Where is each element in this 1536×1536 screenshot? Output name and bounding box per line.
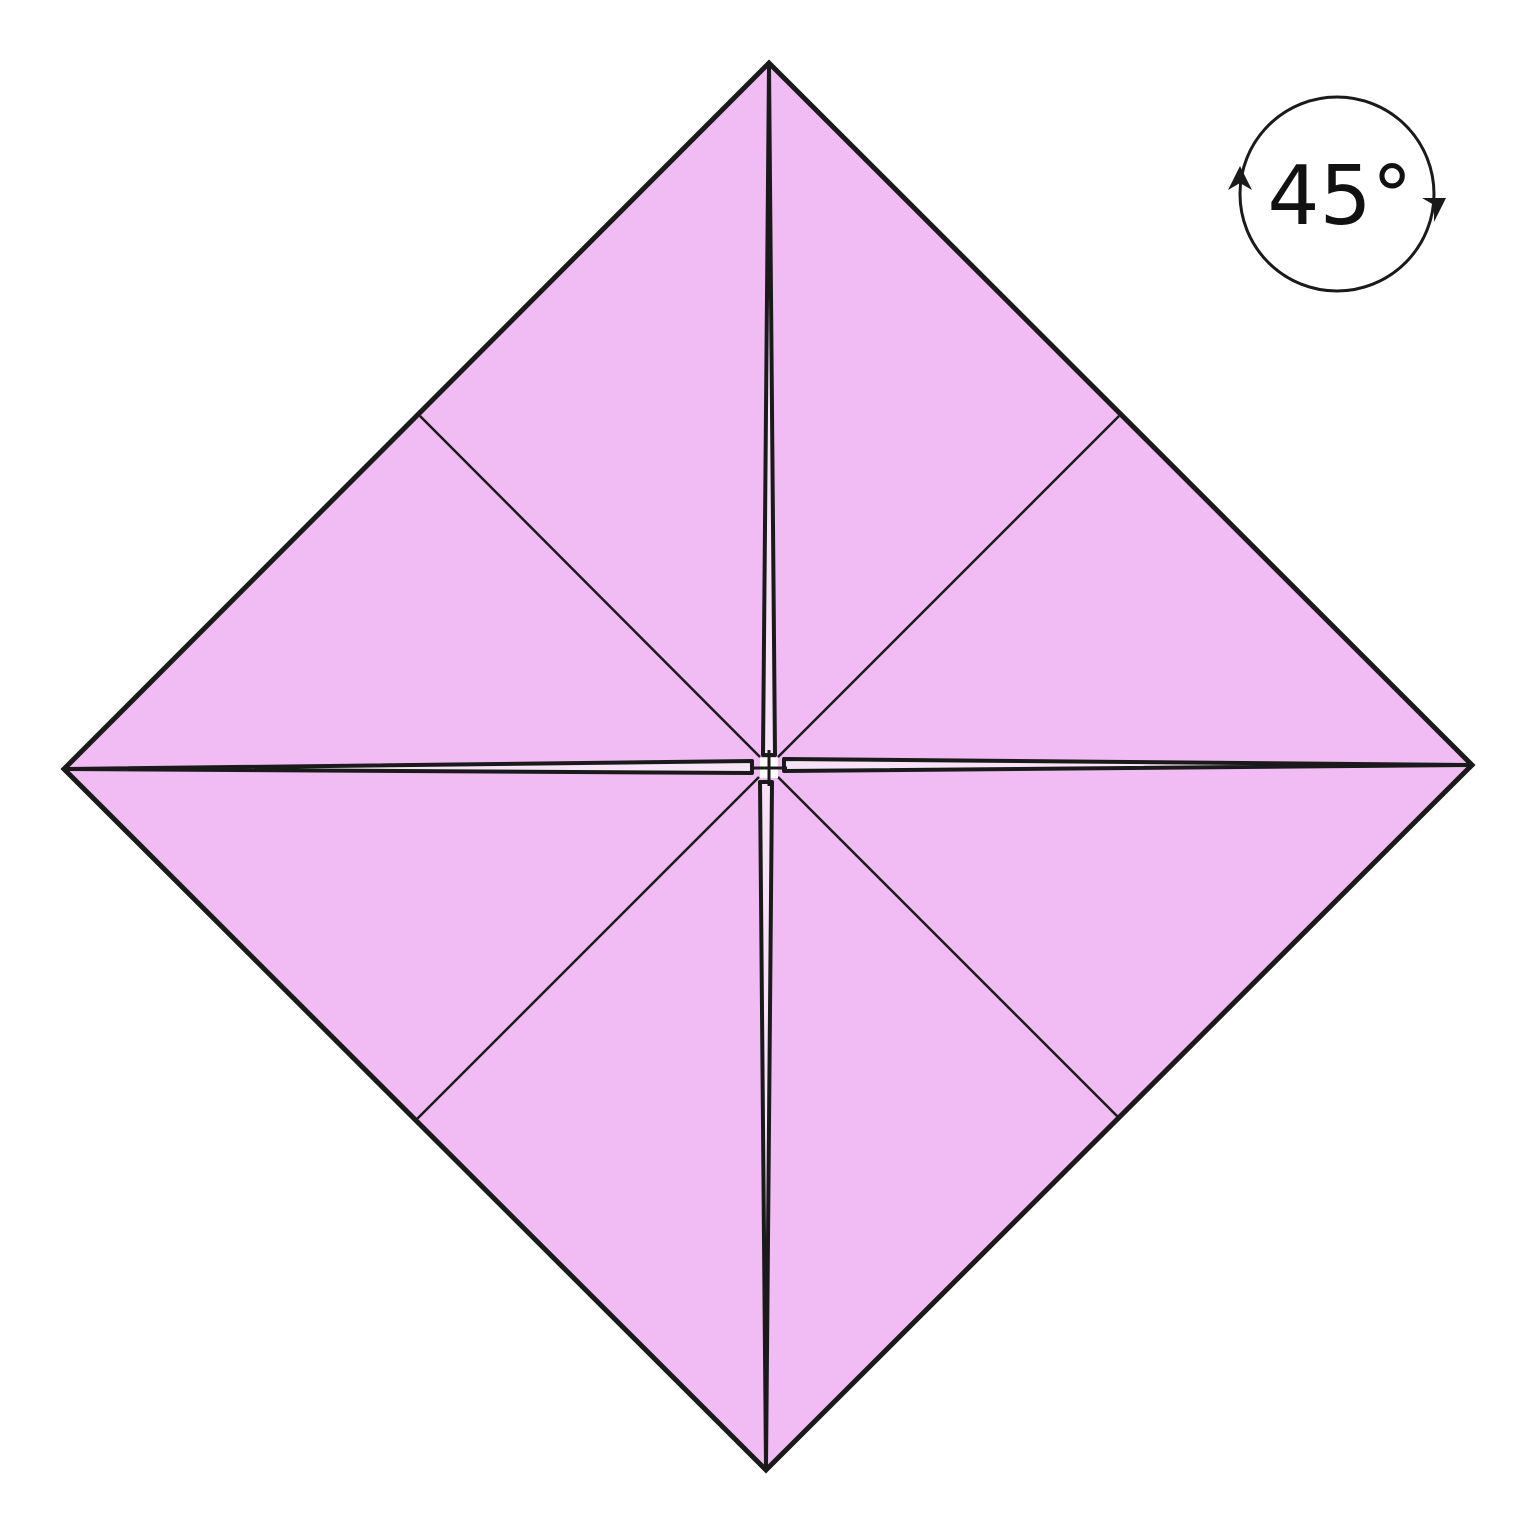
center-point bbox=[751, 750, 787, 786]
crease-bottom-right bbox=[777, 776, 1119, 1118]
diagonal-creases bbox=[416, 415, 1120, 1120]
rotation-symbol: 45° bbox=[1228, 95, 1446, 293]
rotation-label: 45° bbox=[1267, 149, 1412, 244]
flap-edge-bottom bbox=[758, 780, 774, 1469]
flap-edge-right bbox=[782, 757, 1471, 773]
crease-top-right bbox=[777, 415, 1120, 758]
rotate-arrows-icon bbox=[1228, 95, 1446, 293]
crease-bottom-left bbox=[416, 776, 760, 1120]
crease-top-left bbox=[419, 415, 761, 758]
flap-edges bbox=[65, 64, 1471, 1469]
